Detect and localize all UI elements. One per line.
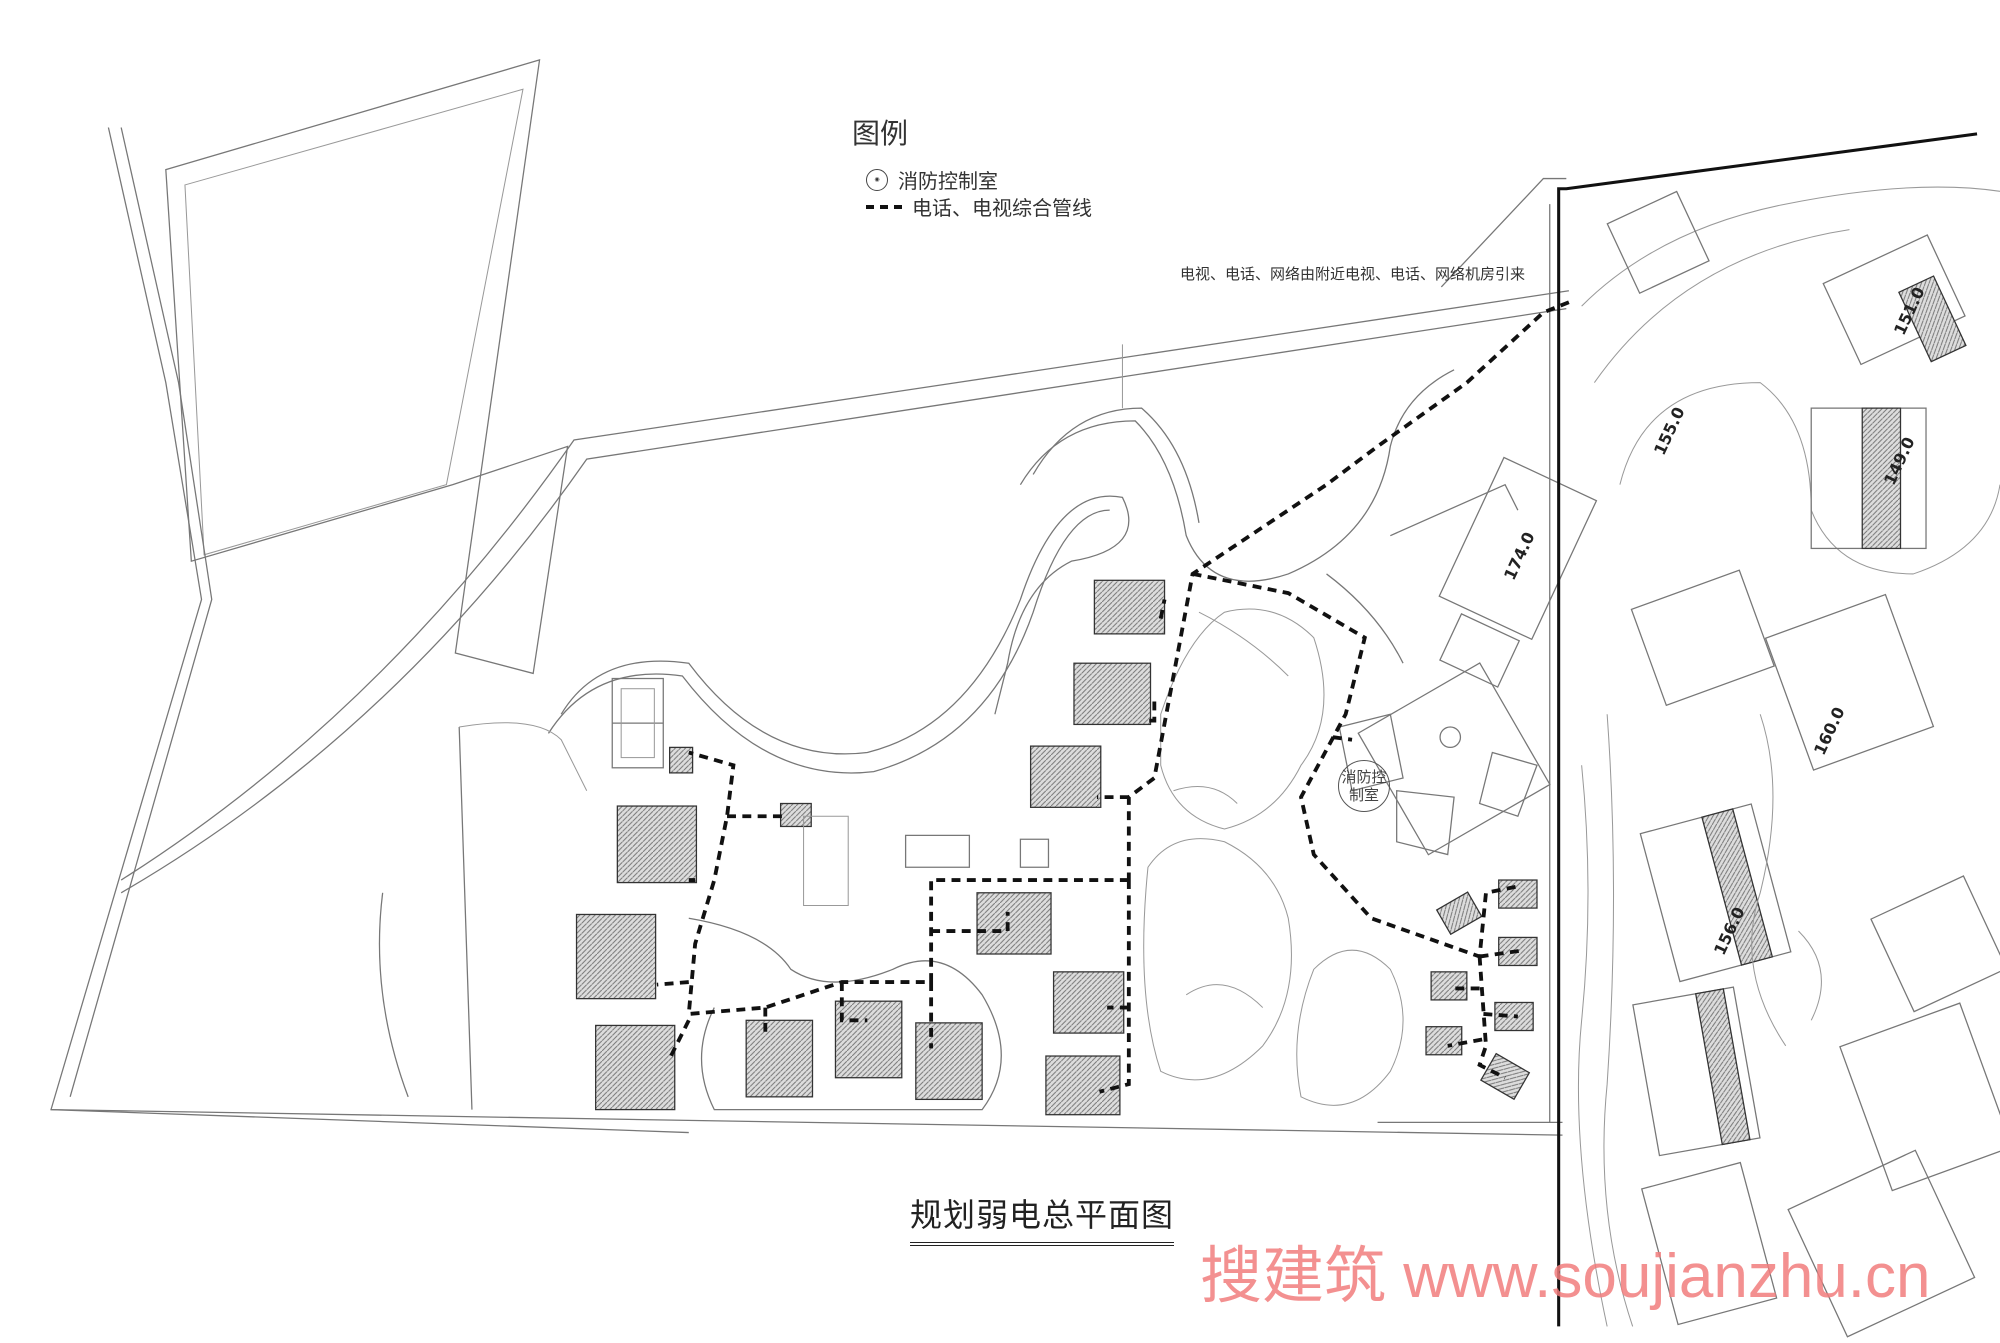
- source-note: 电视、电话、网络由附近电视、电话、网络机房引来: [1180, 265, 1526, 283]
- legend-item-label: 电话、电视综合管线: [912, 196, 1092, 220]
- left-parcel-boundary: [50, 59, 689, 1134]
- resort-area-right: [1577, 186, 2000, 1338]
- tennis-court: [611, 677, 664, 769]
- landscape-area: [1143, 608, 1404, 1106]
- internal-roads: [51, 369, 1563, 1136]
- fire-control-room-symbol-icon: ◉: [866, 168, 888, 191]
- main-road: [120, 290, 1569, 894]
- legend-item-fire-control-room: ◉ 消防控制室: [866, 165, 998, 194]
- fire-control-room-marker: 消防控制室: [1338, 760, 1390, 812]
- legend-title: 图例: [852, 117, 909, 150]
- site-boundary-line: [1557, 132, 1978, 1327]
- legend-item-label: 消防控制室: [898, 169, 998, 193]
- plan-title: 规划弱电总平面图: [910, 1190, 1175, 1246]
- telecom-network-lines: [656, 300, 1570, 1094]
- watermark: 搜建筑 www.soujianzhu.cn: [1200, 1242, 1931, 1311]
- legend-item-telecom-line: 电话、电视综合管线: [866, 192, 1092, 221]
- dashed-line-icon: [866, 204, 902, 209]
- villa-buildings: [575, 579, 1538, 1116]
